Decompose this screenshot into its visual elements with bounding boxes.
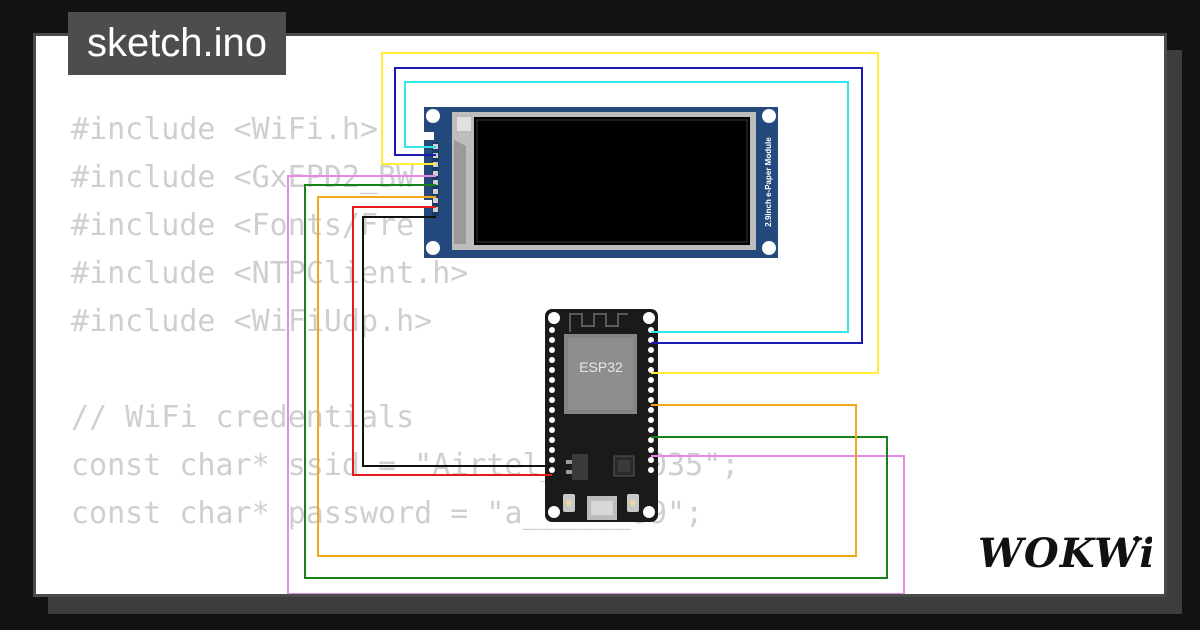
code-line: #include <WiFiUdp.h> [71, 304, 433, 339]
code-line: // WiFi credentials [71, 400, 415, 435]
code-line: #include <WiFi.h> [71, 112, 379, 147]
wire-green[interactable] [304, 184, 888, 579]
regulator-icon [572, 454, 588, 480]
code-line: #include <NTPClient.h> [71, 256, 469, 291]
wire-cyan[interactable] [404, 81, 849, 333]
epaper-module[interactable]: 2.9inch e-Paper Module [424, 107, 778, 258]
code-line: #include <GxEPD2_BW [71, 160, 415, 195]
epaper-pin-header [432, 142, 439, 216]
epaper-screen [474, 117, 750, 245]
wokwi-logo: WOKWi [978, 530, 1152, 577]
code-background: #include <WiFi.h> #include <GxEPD2_BW #inc… [71, 106, 739, 594]
sketch-tab[interactable]: sketch.ino [68, 12, 286, 75]
wire-orange[interactable] [317, 196, 857, 557]
epaper-label: 2.9inch e-Paper Module [764, 137, 773, 227]
wire-black[interactable] [362, 216, 552, 467]
esp32-left-pins [549, 327, 555, 473]
esp32-label: ESP32 [579, 359, 623, 375]
wire-red[interactable] [352, 206, 552, 476]
esp32-board[interactable]: ESP32 [545, 309, 658, 522]
antenna-icon [569, 313, 628, 332]
wire-yellow[interactable] [381, 52, 879, 374]
wire-pink[interactable] [287, 175, 905, 594]
wire-blue[interactable] [394, 67, 863, 344]
code-line: #include <Fonts/Fre [71, 208, 415, 243]
wokwi-logo-text: WOKWi [978, 530, 1152, 577]
esp32-right-pins [648, 327, 654, 473]
